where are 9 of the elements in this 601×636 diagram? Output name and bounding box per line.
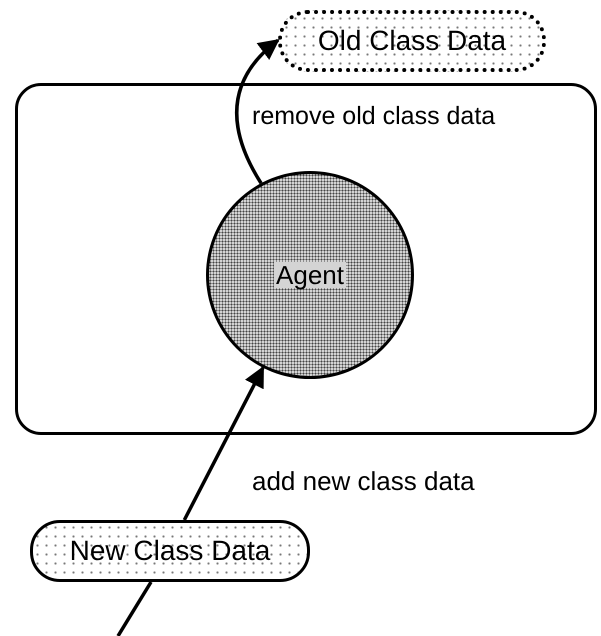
node-label: Old Class Data: [318, 27, 506, 55]
node-label: Agent: [274, 262, 346, 288]
annotation-text: add new class data: [252, 468, 475, 494]
data-pill: [30, 520, 310, 582]
container-box: [15, 83, 597, 435]
node-label: New Class Data: [70, 537, 270, 565]
arrow: [235, 38, 280, 184]
arrow: [182, 366, 264, 521]
annotation-text: remove old class data: [252, 104, 496, 129]
